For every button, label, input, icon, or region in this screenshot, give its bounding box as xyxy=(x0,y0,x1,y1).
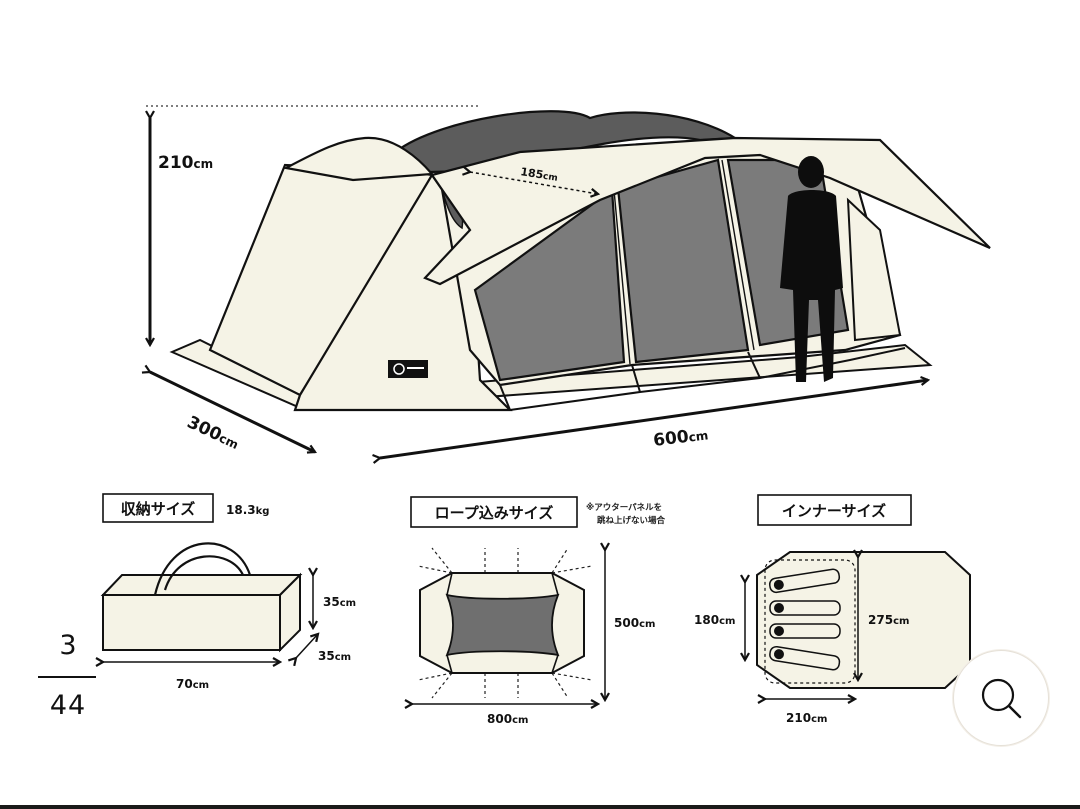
storage-weight: 18.3kg xyxy=(226,503,269,517)
bottom-edge-bar xyxy=(0,805,1080,809)
inner-right-height-label: 275cm xyxy=(868,613,909,627)
total-pages: 44 xyxy=(49,690,87,721)
brand-logo-icon xyxy=(388,360,428,378)
tent-right-panel xyxy=(846,197,902,342)
zoom-button[interactable] xyxy=(953,650,1049,746)
current-page: 3 xyxy=(59,630,77,661)
rope-note-line2: 跳ね上げない場合 xyxy=(597,515,666,526)
storage-depth-label: 35cm xyxy=(318,649,351,663)
storage-height-label: 35cm xyxy=(323,595,356,609)
storage-bag xyxy=(102,594,281,651)
magnifier-icon xyxy=(981,678,1022,719)
inner-tent-outline xyxy=(756,551,971,689)
ceiling-label: 185cm xyxy=(520,165,559,184)
rope-tent-roof xyxy=(445,593,560,657)
rope-depth-label: 500cm xyxy=(614,616,655,630)
height-label: 210cm xyxy=(158,153,213,173)
person-silhouette xyxy=(780,156,843,382)
rope-width-label: 800cm xyxy=(487,712,528,726)
depth-arrow xyxy=(150,372,315,452)
ceiling-arrow xyxy=(470,172,598,194)
width-label: 300cm xyxy=(184,412,242,453)
rope-title-box xyxy=(410,496,578,528)
main-dimension-arrows xyxy=(150,118,928,458)
rope-size-panel: ロープ込みサイズ ※アウターパネルを 跳ね上げない場合 500cm 800cm xyxy=(410,496,666,726)
page-divider xyxy=(38,676,96,678)
rope-title: ロープ込みサイズ xyxy=(435,504,554,522)
storage-title: 収納サイズ xyxy=(121,500,196,518)
inner-title-box xyxy=(757,494,912,526)
inner-size-panel: インナーサイズ 180cm 275cm 210cm xyxy=(694,494,971,725)
tent-illustration xyxy=(146,105,991,412)
sleeping-bags xyxy=(768,568,841,671)
inner-left-height-label: 180cm xyxy=(694,613,735,627)
storage-size-panel: 収納サイズ 18.3kg 35cm 35cm 70cm xyxy=(102,493,356,691)
rope-note-line1: ※アウターパネルを xyxy=(586,502,662,513)
rear-visor xyxy=(282,136,435,182)
length-label: 600cm xyxy=(652,424,709,451)
storage-title-box xyxy=(102,493,214,523)
mesh-window-2 xyxy=(616,158,750,364)
inner-width-label: 210cm xyxy=(786,711,827,725)
storage-width-label: 70cm xyxy=(176,677,209,691)
length-arrow xyxy=(380,380,928,458)
bag-handle-1 xyxy=(153,542,252,596)
bag-handle-2 xyxy=(163,555,244,591)
mesh-window-1 xyxy=(473,187,626,382)
inner-title: インナーサイズ xyxy=(782,502,886,520)
image-page-counter: 3 44 xyxy=(38,628,98,724)
